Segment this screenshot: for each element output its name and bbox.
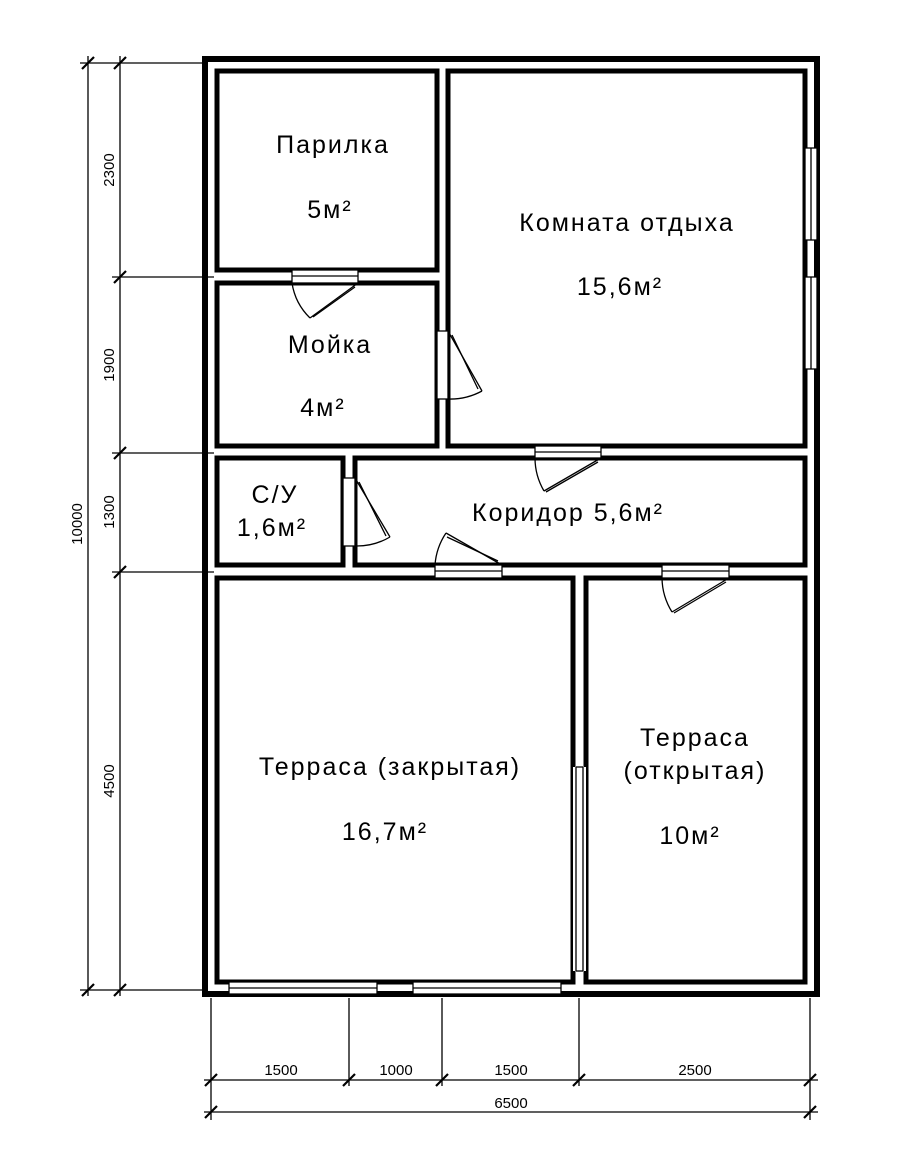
door-koridor-top — [534, 445, 602, 493]
left-dimension-lines — [80, 56, 214, 997]
window-bottom-1 — [228, 981, 378, 995]
room-parilka-area: 5м² — [307, 196, 352, 224]
room-parilka-name: Парилка — [276, 131, 390, 159]
room-parilka-walls — [214, 68, 440, 273]
dim-left-1300: 1300 — [101, 495, 118, 528]
room-moika-name: Мойка — [288, 331, 372, 359]
dim-left-1900: 1900 — [101, 348, 118, 381]
dim-left-total: 10000 — [69, 503, 86, 545]
room-koridor-label: Коридор 5,6м² — [472, 499, 664, 527]
dim-bottom-1500-b: 1500 — [494, 1062, 527, 1079]
window-terrasa-divider — [573, 766, 586, 972]
room-komnata-name: Комната отдыха — [519, 209, 735, 237]
dim-bottom-total: 6500 — [494, 1095, 527, 1112]
door-komnata — [436, 330, 483, 400]
door-su — [342, 477, 391, 547]
dim-left-4500: 4500 — [101, 764, 118, 797]
dim-bottom-1500-a: 1500 — [264, 1062, 297, 1079]
room-su-name: С/У — [252, 481, 299, 509]
room-terrasa-otkr-name2: (открытая) — [624, 757, 767, 785]
dim-bottom-1000: 1000 — [379, 1062, 412, 1079]
door-parilka — [291, 269, 359, 319]
dim-left-2300: 2300 — [101, 153, 118, 186]
window-bottom-2 — [412, 981, 562, 995]
window-komnata-2 — [804, 276, 818, 370]
bottom-dimension-lines — [204, 998, 818, 1120]
room-su-area: 1,6м² — [237, 514, 307, 542]
door-terrasa-zakr — [434, 532, 503, 579]
door-terrasa-otkr — [661, 564, 730, 614]
room-terrasa-otkr-name: Терраса — [640, 724, 750, 752]
window-komnata-1 — [804, 147, 818, 241]
room-komnata-walls — [445, 68, 808, 449]
room-komnata-area: 15,6м² — [577, 273, 663, 301]
dim-bottom-2500: 2500 — [678, 1062, 711, 1079]
room-terrasa-zakr-area: 16,7м² — [342, 818, 428, 846]
room-su-walls — [214, 455, 346, 568]
room-terrasa-zakr-name: Терраса (закрытая) — [259, 753, 521, 781]
room-moika-area: 4м² — [300, 394, 345, 422]
room-terrasa-otkr-area: 10м² — [659, 822, 720, 850]
